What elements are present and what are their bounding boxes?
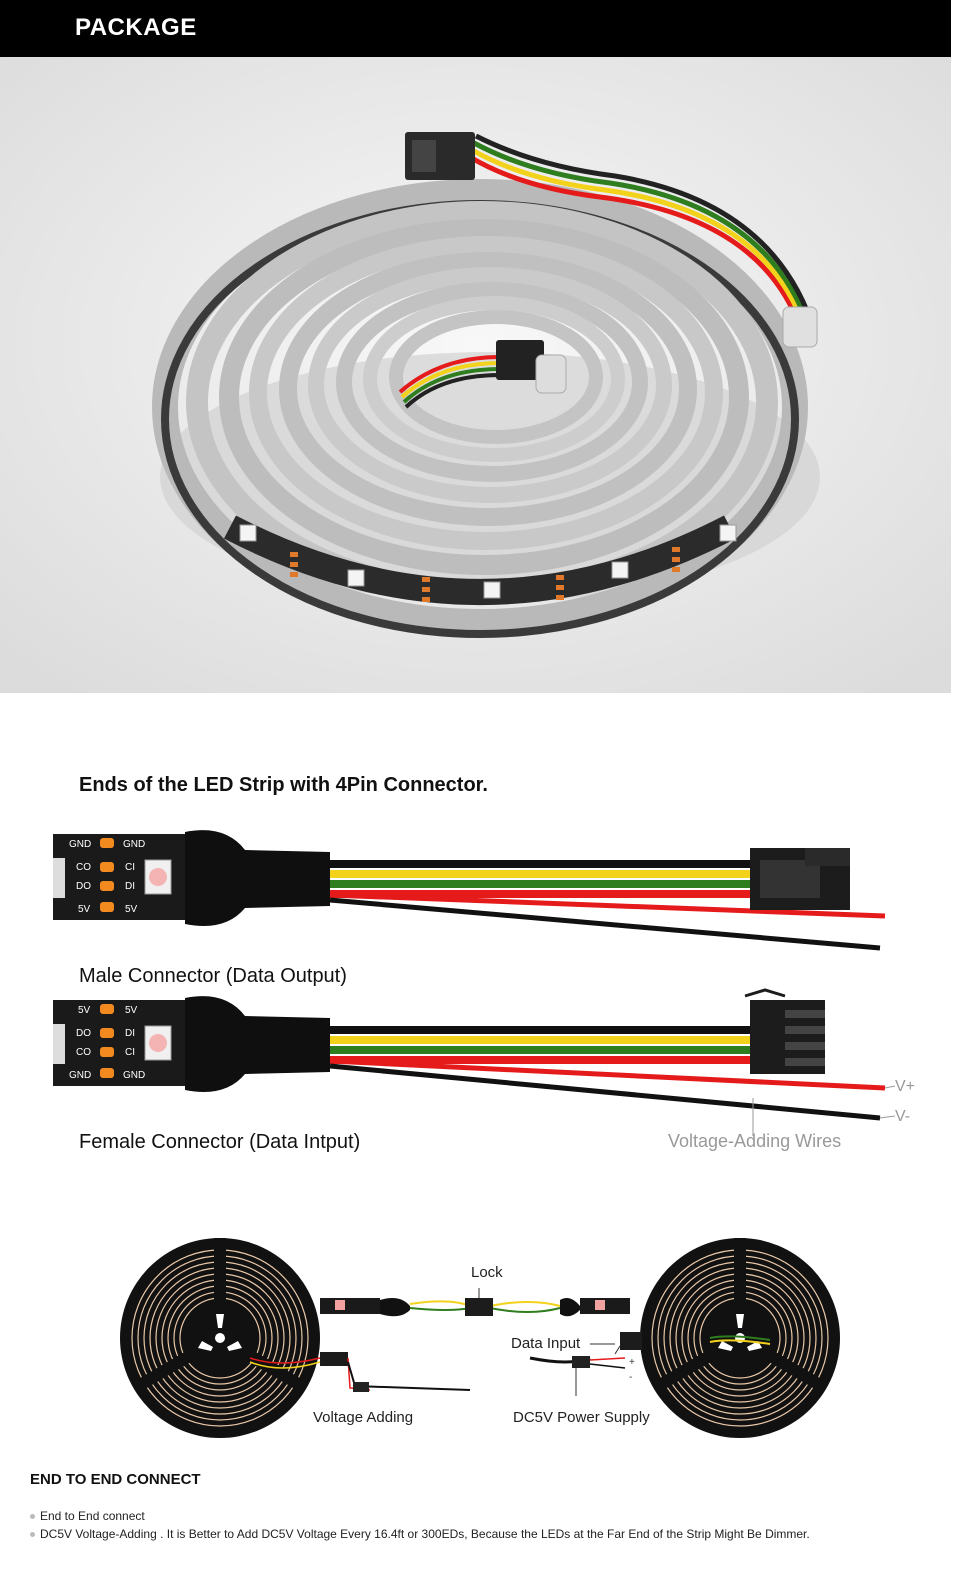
end-to-end-title: END TO END CONNECT [30, 1471, 201, 1488]
plus-sign: + [629, 1357, 635, 1368]
male-connector-illustration: GND CO DO 5V GND CI DI 5V [53, 830, 886, 951]
female-pad-left-4: GND [69, 1070, 91, 1081]
product-photo [0, 57, 951, 693]
end-to-end-diagram: + - [110, 1228, 850, 1438]
coiled-led-strip-illustration [0, 57, 951, 693]
male-pad-right-4: 5V [125, 904, 138, 915]
end-to-end-bullets: End to End connect DC5V Voltage-Adding .… [30, 1507, 810, 1543]
female-pad-right-2: DI [125, 1028, 135, 1039]
female-pad-right-3: CI [125, 1047, 135, 1058]
bullet-icon [30, 1531, 35, 1537]
male-pad-left-2: CO [76, 862, 91, 873]
female-connector-label: Female Connector (Data Intput) [79, 1131, 361, 1153]
bullet-text: End to End connect [40, 1509, 145, 1523]
male-pad-left-3: DO [76, 881, 91, 892]
male-pad-left-4: 5V [78, 904, 91, 915]
lock-label: Lock [471, 1264, 503, 1281]
male-pad-right-3: DI [125, 881, 135, 892]
header-bar: PACKAGE [0, 0, 951, 57]
minus-sign: - [629, 1372, 632, 1383]
female-pad-left-2: DO [76, 1028, 91, 1039]
data-input-label: Data Input [511, 1335, 581, 1352]
connector-section-title: Ends of the LED Strip with 4Pin Connecto… [79, 774, 488, 796]
female-pad-right-4: GND [123, 1070, 145, 1081]
list-item: DC5V Voltage-Adding . It is Better to Ad… [30, 1525, 810, 1543]
female-pad-left-3: CO [76, 1047, 91, 1058]
v-plus-label: V+ [895, 1078, 916, 1095]
list-item: End to End connect [30, 1507, 810, 1525]
male-connector-label: Male Connector (Data Output) [79, 965, 347, 987]
right-reel-illustration [640, 1238, 840, 1438]
header-title: PACKAGE [75, 14, 197, 41]
connector-diagram: GND CO DO 5V GND CI DI 5V [45, 820, 925, 1140]
bullet-text: DC5V Voltage-Adding . It is Better to Ad… [40, 1527, 810, 1541]
voltage-adding-wires-label: Voltage-Adding Wires [668, 1131, 842, 1151]
bullet-icon [30, 1513, 35, 1519]
male-pad-right-2: CI [125, 862, 135, 873]
male-pad-right-1: GND [123, 839, 145, 850]
female-pad-right-1: 5V [125, 1005, 138, 1016]
v-minus-label: V- [895, 1108, 911, 1125]
female-pad-left-1: 5V [78, 1005, 91, 1016]
female-connector-illustration: 5V DO CO GND 5V DI CI GND [53, 988, 896, 1136]
left-reel-illustration [120, 1238, 320, 1438]
dc5v-power-supply-label: DC5V Power Supply [513, 1409, 650, 1426]
male-pad-left-1: GND [69, 839, 91, 850]
voltage-adding-label: Voltage Adding [313, 1409, 414, 1426]
